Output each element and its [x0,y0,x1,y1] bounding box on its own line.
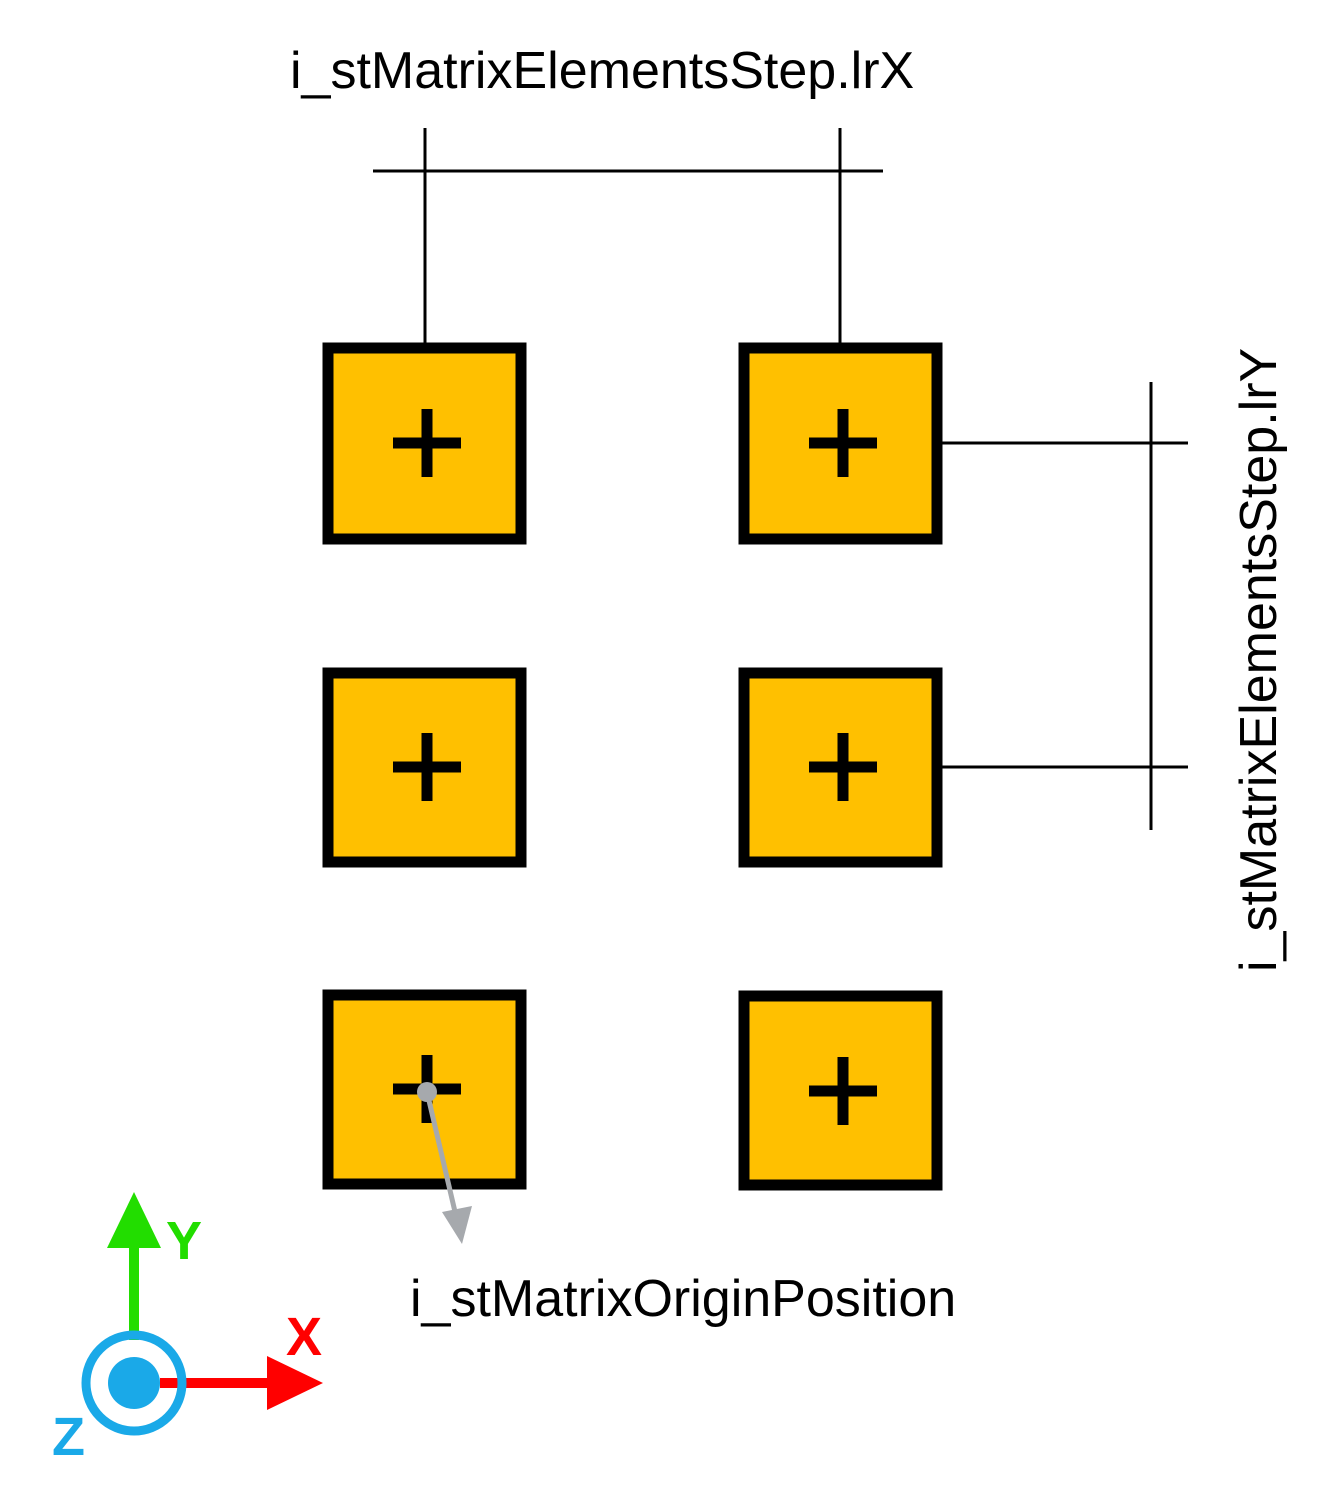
matrix-element-r1-c1 [322,342,527,545]
matrix-element-r3-c2 [738,990,943,1191]
step-y-dimension: i_stMatrixElementsStep.lrY [940,348,1288,972]
plus-icon [809,1057,877,1125]
matrix-elements [322,342,943,1191]
plus-icon [809,733,877,801]
matrix-element-r2-c2 [738,667,943,868]
plus-icon [393,733,461,801]
step-y-label: i_stMatrixElementsStep.lrY [1230,348,1288,972]
z-axis-out-of-plane-icon [81,1330,187,1436]
matrix-element-r1-c2 [738,342,943,545]
matrix-element-r2-c1 [322,667,527,868]
y-axis-label: Y [166,1211,202,1271]
origin-pointer-arrowhead-icon [442,1206,472,1244]
origin-label: i_stMatrixOriginPosition [410,1270,956,1328]
plus-icon [393,409,461,477]
x-axis-label: X [286,1307,322,1367]
z-axis-label: Z [52,1407,85,1467]
origin-pointer-line [424,1091,459,1217]
y-axis-arrow-icon [107,1192,161,1340]
step-x-dimension: i_stMatrixElementsStep.lrX [290,42,914,348]
step-x-label: i_stMatrixElementsStep.lrX [290,42,914,100]
plus-icon [809,409,877,477]
origin-pointer: i_stMatrixOriginPosition [410,1082,956,1328]
coordinate-axes: Y X Z [52,1192,323,1467]
